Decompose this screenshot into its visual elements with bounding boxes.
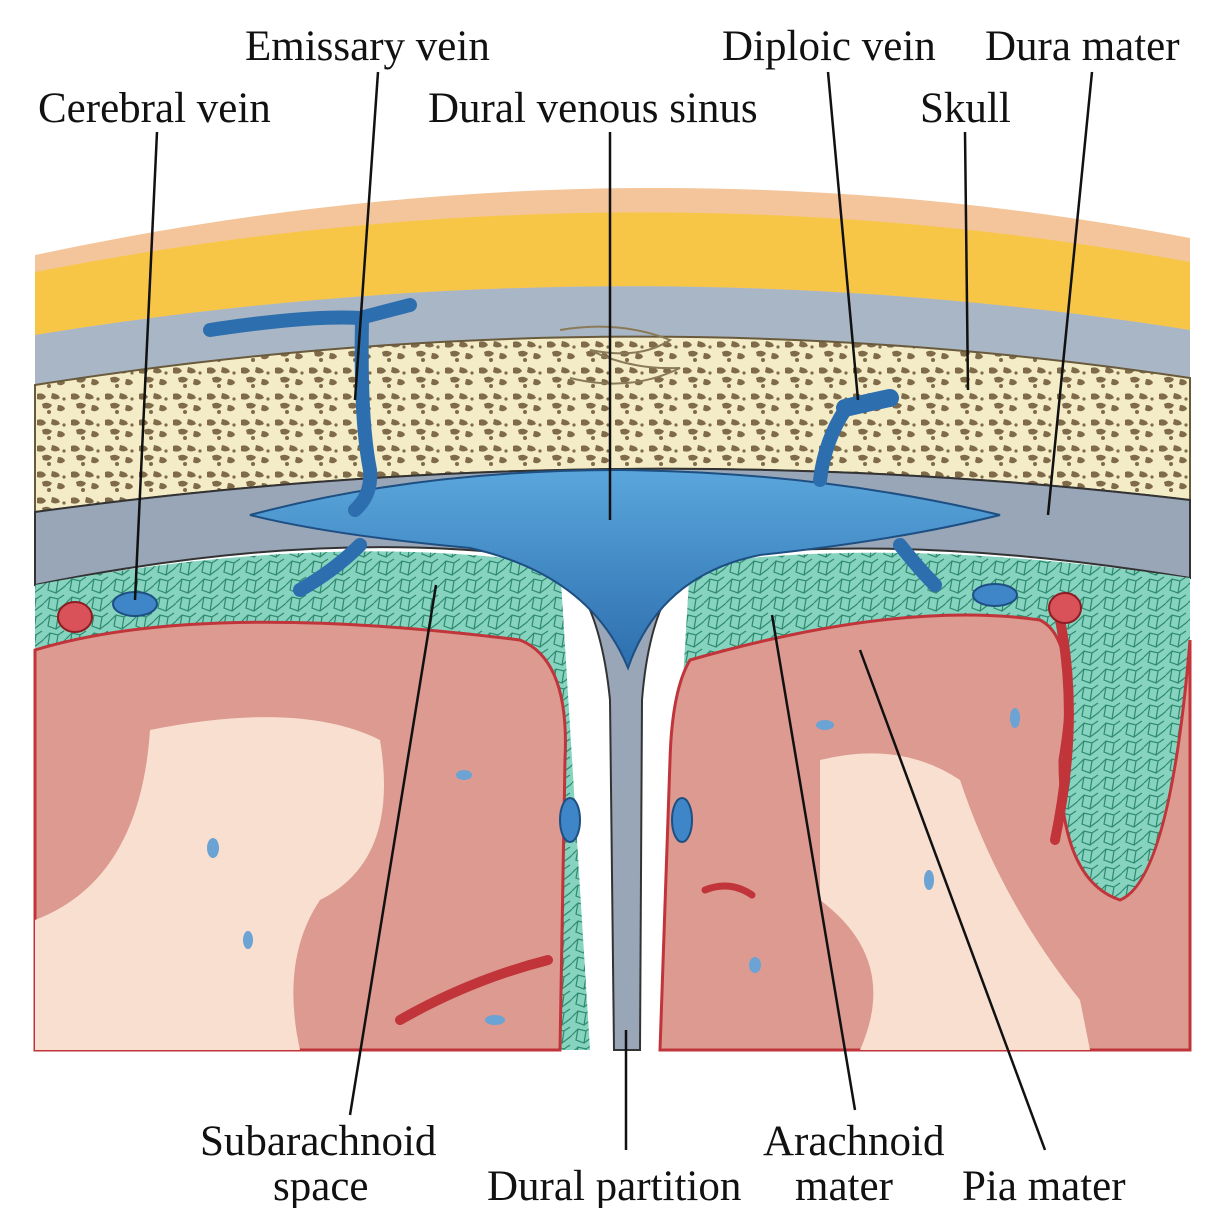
label-arachnoid-line1: Arachnoid bbox=[763, 1118, 945, 1165]
label-arachnoid-line2: mater bbox=[795, 1163, 893, 1208]
label-emissary-vein: Emissary vein bbox=[245, 23, 490, 70]
label-subarachnoid-line2: space bbox=[273, 1163, 369, 1208]
label-dural-venous-sinus: Dural venous sinus bbox=[428, 85, 758, 132]
label-pia-mater: Pia mater bbox=[962, 1163, 1126, 1208]
label-dura-mater: Dura mater bbox=[985, 23, 1180, 70]
label-dural-partition: Dural partition bbox=[487, 1163, 741, 1208]
label-subarachnoid-line1: Subarachnoid bbox=[200, 1118, 436, 1165]
label-skull: Skull bbox=[920, 85, 1011, 132]
label-cerebral-vein: Cerebral vein bbox=[38, 85, 271, 132]
label-diploic-vein: Diploic vein bbox=[722, 23, 936, 70]
